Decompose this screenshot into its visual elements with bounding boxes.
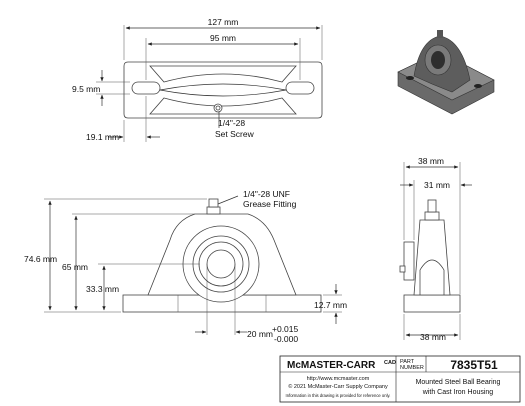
- left-slot: [131, 81, 161, 95]
- title-block: McMASTER-CARR CAD PART NUMBER 7835T51 ht…: [279, 355, 521, 403]
- front-view: [122, 198, 322, 313]
- dim-65-text: 65 mm: [62, 262, 88, 272]
- iso-bore: [431, 51, 445, 69]
- part-label-1: PART: [400, 359, 415, 365]
- description-line-2: with Cast Iron Housing: [422, 389, 494, 396]
- set-screw-top-inner: [215, 105, 221, 111]
- dim-38-bottom-text: 38 mm: [420, 332, 446, 342]
- dim-19.1-text: 19.1 mm: [86, 132, 119, 142]
- side-arch: [419, 259, 445, 295]
- dim-bore-text: 20 mm: [247, 329, 273, 339]
- top-view-center-line: [159, 83, 287, 91]
- set-screw-note-1: 1/4"-28: [218, 118, 245, 128]
- disclaimer-text: Information in this drawing is provided …: [286, 393, 391, 398]
- side-grease-base: [424, 211, 440, 221]
- grease-note-2: Grease Fitting: [243, 199, 297, 209]
- copyright-text: © 2021 McMaster-Carr Supply Company: [288, 383, 388, 390]
- dim-95-text: 95 mm: [210, 33, 236, 43]
- top-view-housing-lower: [149, 97, 297, 115]
- iso-hole-right: [474, 84, 482, 88]
- dim-74.6-text: 74.6 mm: [24, 254, 57, 264]
- cad-mark: CAD: [384, 360, 396, 366]
- side-grease-fitting: [427, 199, 437, 213]
- top-view: [123, 61, 323, 119]
- dim-9.5-text: 9.5 mm: [72, 84, 100, 94]
- front-grease-fitting: [208, 198, 219, 208]
- part-number: 7835T51: [450, 358, 498, 372]
- part-label-2: NUMBER: [400, 365, 424, 371]
- iso-hole-left: [406, 76, 414, 80]
- website-url: http://www.mcmaster.com: [307, 376, 370, 382]
- grease-leader: [217, 195, 239, 205]
- top-view-housing: [149, 65, 297, 83]
- grease-note-1: 1/4"-28 UNF: [243, 189, 290, 199]
- front-grease-fitting-base: [206, 206, 221, 215]
- front-bore: [206, 249, 236, 279]
- side-base: [403, 294, 461, 313]
- isometric-view: [397, 30, 495, 115]
- set-screw-note-2: Set Screw: [215, 129, 255, 139]
- title-block-frame: [279, 355, 521, 403]
- side-set-screw: [399, 265, 406, 273]
- brand-logo: McMASTER-CARR: [287, 360, 376, 371]
- dim-38-top-text: 38 mm: [418, 156, 444, 166]
- description-line-1: Mounted Steel Ball Bearing: [416, 379, 501, 386]
- dim-33.3-text: 33.3 mm: [86, 284, 119, 294]
- top-view-center-line-2: [159, 89, 287, 97]
- dim-bore-tol-minus: -0.000: [274, 334, 298, 344]
- side-bearing-face: [403, 241, 415, 281]
- right-slot: [285, 81, 315, 95]
- iso-grease-fitting: [437, 30, 443, 38]
- dim-127-text: 127 mm: [208, 17, 239, 27]
- dim-bore-tol-plus: +0.015: [272, 324, 299, 334]
- dim-12.7-text: 12.7 mm: [314, 300, 347, 310]
- dim-31-text: 31 mm: [424, 180, 450, 190]
- side-view: [399, 199, 461, 313]
- side-housing: [413, 219, 451, 296]
